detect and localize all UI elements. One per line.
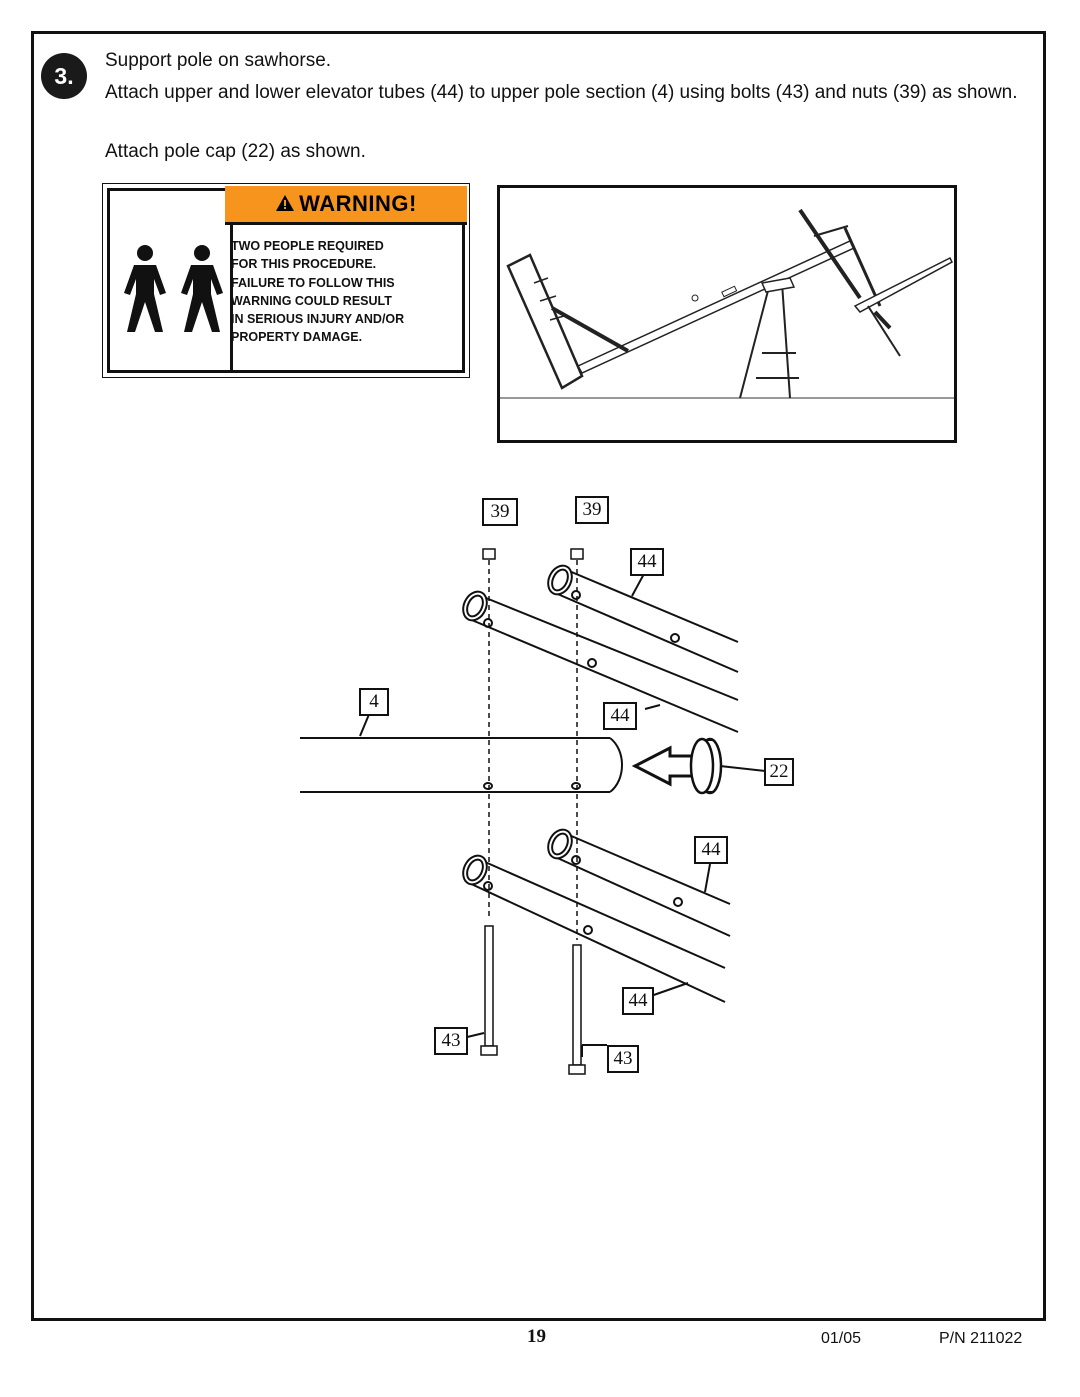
upper-tube-left xyxy=(466,593,739,733)
warning-line: PROPERTY DAMAGE. xyxy=(231,330,363,345)
instruction-attach-tubes: Attach upper and lower elevator tubes (4… xyxy=(105,82,1018,103)
warning-line: TWO PEOPLE REQUIRED xyxy=(231,239,384,253)
warning-box: WARNING! TWO PEOPLE REQUIRED FOR THIS PR… xyxy=(102,183,470,378)
upper-pole-section xyxy=(300,737,610,793)
callout-tube-44-upper-right: 44 xyxy=(630,548,664,576)
callout-bolt-43-left: 43 xyxy=(434,1027,468,1055)
revision-date: 01/05 xyxy=(821,1330,862,1347)
upper-tube-right xyxy=(552,567,739,673)
page-frame xyxy=(31,31,1046,1321)
two-people-icon xyxy=(110,191,233,370)
warning-border xyxy=(102,183,470,378)
sawhorse-illustration xyxy=(497,185,957,443)
callout-pole-4: 4 xyxy=(359,688,389,716)
callout-bolt-43-right: 43 xyxy=(607,1045,639,1073)
callout-tube-44-lower-left: 44 xyxy=(622,987,654,1015)
warning-title: WARNING! xyxy=(225,186,467,225)
callout-nut-39-left: 39 xyxy=(482,498,518,526)
warning-message: TWO PEOPLE REQUIRED FOR THIS PROCEDURE. … xyxy=(231,237,466,347)
warning-line: WARNING COULD RESULT xyxy=(231,293,392,308)
warning-line: IN SERIOUS INJURY AND/OR xyxy=(231,312,405,327)
lower-tube-left xyxy=(466,857,726,1003)
page-number: 19 xyxy=(527,1326,546,1347)
callout-tube-44-upper-left: 44 xyxy=(603,702,637,730)
callout-nut-39-right: 39 xyxy=(575,496,609,524)
instruction-attach-cap: Attach pole cap (22) as shown. xyxy=(105,141,366,162)
warning-line: FOR THIS PROCEDURE. xyxy=(231,257,377,272)
warning-line: FAILURE TO FOLLOW THIS xyxy=(231,275,395,290)
instruction-support-pole: Support pole on sawhorse. xyxy=(105,50,332,71)
callout-cap-22: 22 xyxy=(764,758,794,786)
lower-tube-right xyxy=(552,831,731,937)
warning-title-text: WARNING! xyxy=(299,191,417,216)
callout-tube-44-lower-right: 44 xyxy=(694,836,728,864)
part-number: P/N 211022 xyxy=(939,1330,1023,1347)
warning-inner-border xyxy=(107,188,465,373)
step-number-badge: 3. xyxy=(41,53,87,99)
alert-triangle-icon xyxy=(275,187,295,223)
